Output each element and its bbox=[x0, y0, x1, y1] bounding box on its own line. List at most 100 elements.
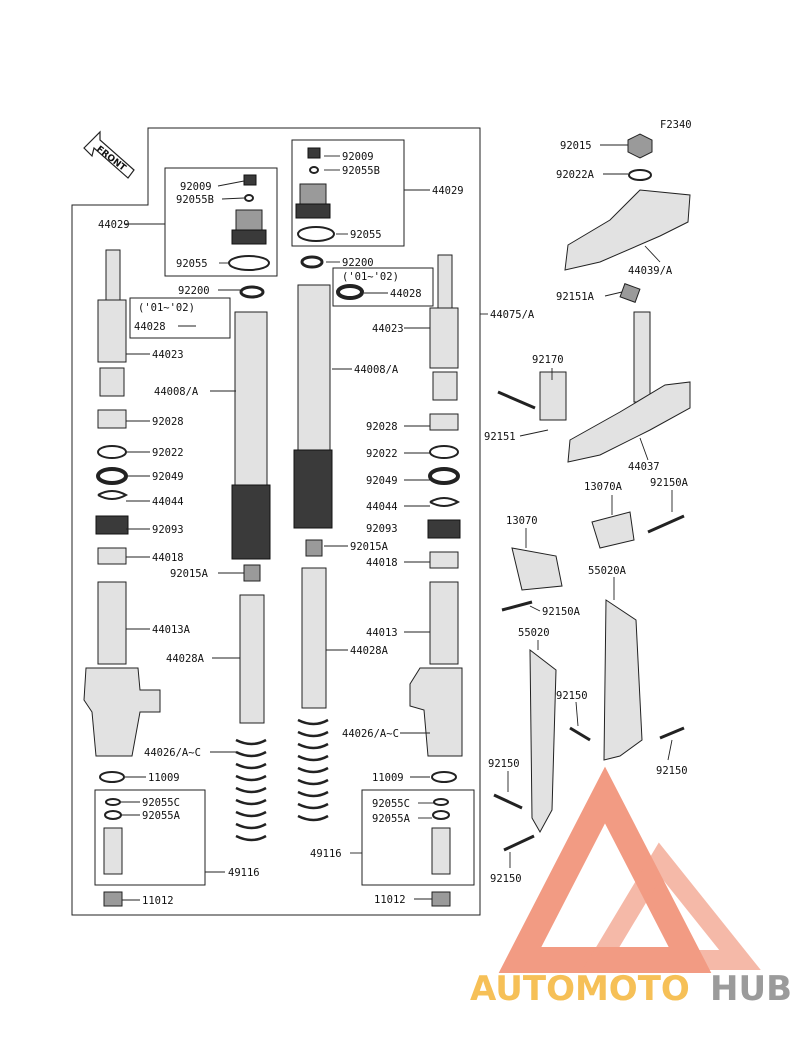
label-92151a: 92151A bbox=[556, 291, 595, 303]
label-44028-left: 44028 bbox=[134, 321, 166, 333]
label-92055a-right: 92055A bbox=[372, 813, 411, 825]
label-44013a: 44013A bbox=[152, 624, 191, 636]
part-92055-right-icon bbox=[297, 226, 335, 242]
label-44044-left: 44044 bbox=[152, 496, 184, 508]
part-49116-right-icon bbox=[431, 827, 451, 875]
watermark-brand-part2: HUB bbox=[710, 969, 792, 1009]
label-92009-right: 92009 bbox=[342, 151, 374, 163]
label-44023-left: 44023 bbox=[152, 349, 184, 361]
label-44039a: 44039/A bbox=[628, 265, 673, 277]
label-92022-right: 92022 bbox=[366, 448, 398, 460]
label-92150a-mid: 92150A bbox=[542, 606, 581, 618]
part-92009-right-icon bbox=[307, 147, 321, 159]
label-92200-left: 92200 bbox=[178, 285, 210, 297]
label-92028-right: 92028 bbox=[366, 421, 398, 433]
label-44008a-left: 44008/A bbox=[154, 386, 199, 398]
guard-brackets bbox=[501, 511, 685, 612]
kit-box-49116-left bbox=[94, 789, 206, 886]
left-inner-tube-parts bbox=[231, 285, 271, 842]
front-arrow-label: FRONT bbox=[94, 144, 128, 174]
label-44029-right: 44029 bbox=[432, 185, 464, 197]
label-13070: 13070 bbox=[506, 515, 538, 527]
label-11009-left: 11009 bbox=[148, 772, 180, 784]
part-92009-left-icon bbox=[243, 174, 257, 186]
label-92150-r1: 92150 bbox=[556, 690, 588, 702]
label-44018-right: 44018 bbox=[366, 557, 398, 569]
label-44044-right: 44044 bbox=[366, 501, 398, 513]
label-92150-r4: 92150 bbox=[490, 873, 522, 885]
watermark-logo: AUTOMOTO HUB bbox=[470, 766, 792, 1009]
part-49116-left-icon bbox=[103, 827, 123, 875]
label-49116-left: 49116 bbox=[228, 867, 260, 879]
right-outer-fork-parts bbox=[409, 254, 463, 783]
label-92055b-right: 92055B bbox=[342, 165, 380, 177]
fork-guards bbox=[493, 599, 685, 852]
fork-assembly-frame bbox=[71, 127, 481, 916]
label-92055-right: 92055 bbox=[350, 229, 382, 241]
label-44008a-right: 44008/A bbox=[354, 364, 399, 376]
label-44018-left: 44018 bbox=[152, 552, 184, 564]
label-44023-right: 44023 bbox=[372, 323, 404, 335]
label-92022a: 92022A bbox=[556, 169, 595, 181]
label-92049-right: 92049 bbox=[366, 475, 398, 487]
label-49116-right: 49116 bbox=[310, 848, 342, 860]
watermark-brand-part1: AUTOMOTO bbox=[470, 969, 690, 1009]
label-92150-r2: 92150 bbox=[656, 765, 688, 777]
label-92009-left: 92009 bbox=[180, 181, 212, 193]
label-11009-right: 11009 bbox=[372, 772, 404, 784]
label-92055a-left: 92055A bbox=[142, 810, 181, 822]
label-92022-left: 92022 bbox=[152, 447, 184, 459]
label-44028a-left: 44028A bbox=[166, 653, 205, 665]
label-13070a: 13070A bbox=[584, 481, 623, 493]
label-11012-left: 11012 bbox=[142, 895, 174, 907]
label-92055c-right: 92055C bbox=[372, 798, 410, 810]
part-11012-right-icon bbox=[431, 891, 451, 907]
label-55020a: 55020A bbox=[588, 565, 627, 577]
label-44028a-right: 44028A bbox=[350, 645, 389, 657]
part-92055b-right-icon bbox=[309, 166, 319, 174]
upper-clamp-parts bbox=[564, 133, 691, 303]
label-92150a-top: 92150A bbox=[650, 477, 689, 489]
label-44029-left: 44029 bbox=[98, 219, 130, 231]
part-cap-right-icon bbox=[295, 183, 331, 219]
label-92200-right: 92200 bbox=[342, 257, 374, 269]
kit-box-44029-left bbox=[164, 167, 278, 277]
label-44026ac-left: 44026/A~C bbox=[144, 747, 201, 759]
label-variant-left: ('01~'02) bbox=[138, 302, 195, 314]
label-92093-right: 92093 bbox=[366, 523, 398, 535]
label-11012-right: 11012 bbox=[374, 894, 406, 906]
part-92055-left-icon bbox=[228, 255, 270, 271]
label-44026ac-right: 44026/A~C bbox=[342, 728, 399, 740]
lower-clamp-parts bbox=[497, 311, 691, 463]
label-92055b-left: 92055B bbox=[176, 194, 214, 206]
label-92015a-right: 92015A bbox=[350, 541, 389, 553]
variant-box-left bbox=[129, 297, 231, 339]
label-92049-left: 92049 bbox=[152, 471, 184, 483]
label-92028-left: 92028 bbox=[152, 416, 184, 428]
label-92055-left: 92055 bbox=[176, 258, 208, 270]
label-92170: 92170 bbox=[532, 354, 564, 366]
right-inner-tube-parts bbox=[293, 255, 364, 822]
kit-box-49116-right bbox=[361, 789, 475, 886]
label-variant-right: ('01~'02) bbox=[342, 271, 399, 283]
label-92015: 92015 bbox=[560, 140, 592, 152]
label-92151: 92151 bbox=[484, 431, 516, 443]
label-92055c-left: 92055C bbox=[142, 797, 180, 809]
diagram-code: F2340 bbox=[660, 119, 692, 131]
left-outer-fork-parts bbox=[83, 249, 161, 783]
kit-box-44029-right bbox=[291, 139, 405, 247]
label-44037: 44037 bbox=[628, 461, 660, 473]
label-44028-right: 44028 bbox=[390, 288, 422, 300]
variant-box-right bbox=[332, 267, 434, 307]
part-11012-left-icon bbox=[103, 891, 123, 907]
label-44075a: 44075/A bbox=[490, 309, 535, 321]
part-cap-left-icon bbox=[231, 209, 267, 245]
label-92093-left: 92093 bbox=[152, 524, 184, 536]
front-arrow-icon: FRONT bbox=[83, 130, 135, 179]
part-92055b-left-icon bbox=[244, 194, 254, 202]
label-44013: 44013 bbox=[366, 627, 398, 639]
label-92015a-left: 92015A bbox=[170, 568, 209, 580]
leader-lines bbox=[121, 144, 673, 901]
label-55020: 55020 bbox=[518, 627, 550, 639]
